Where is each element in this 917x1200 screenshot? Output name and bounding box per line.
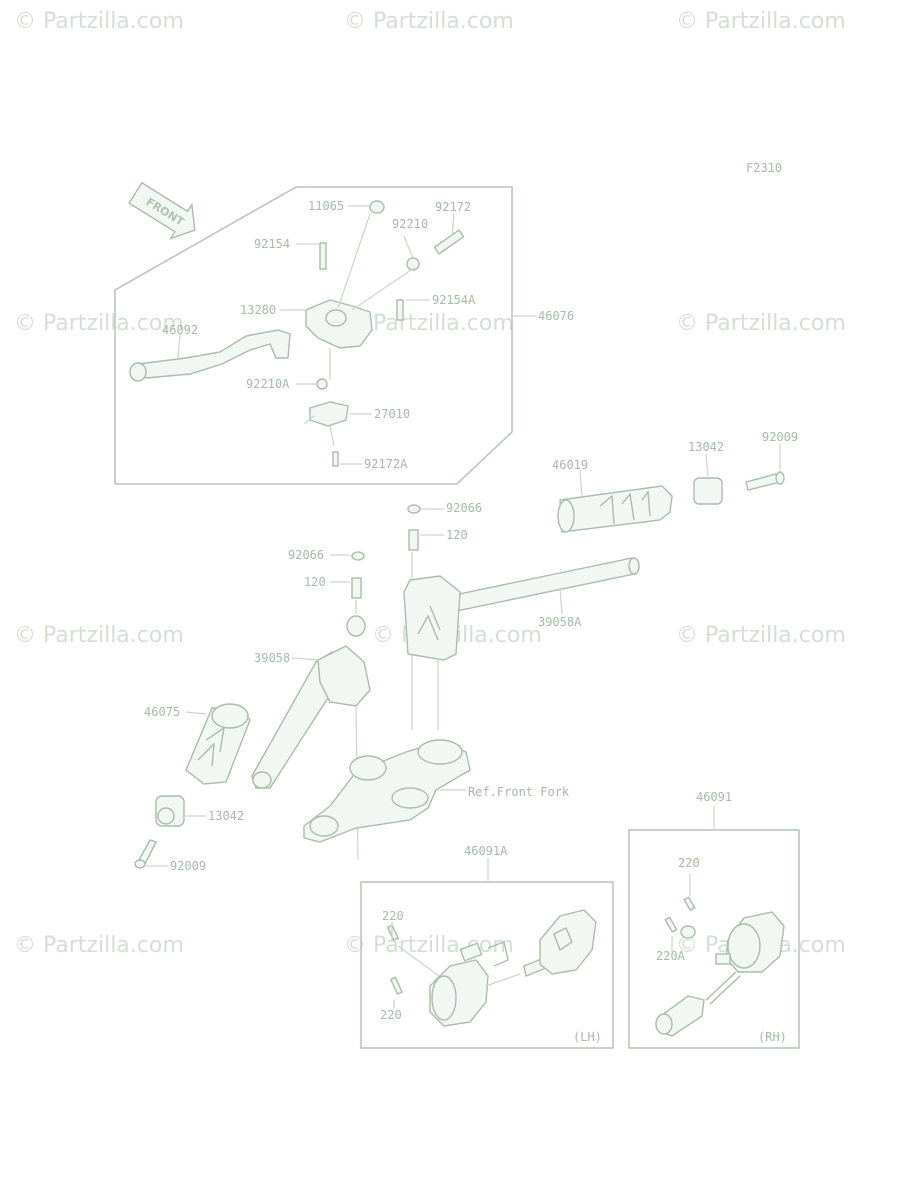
watermark: © Partzilla.com xyxy=(14,623,184,648)
watermark: © Partzilla.com xyxy=(14,311,184,336)
rh-switch-parts xyxy=(655,874,785,1037)
label-92172: 92172 xyxy=(435,200,471,214)
label-220-lh-bottom: 220 xyxy=(380,1008,402,1022)
label-120-b: 120 xyxy=(304,575,326,589)
lh-switch-box xyxy=(360,881,614,1049)
label-13280: 13280 xyxy=(240,303,276,317)
label-92009-bottom: 92009 xyxy=(170,859,206,873)
left-grip-parts xyxy=(134,703,251,869)
watermark: © Partzilla.com xyxy=(676,9,846,34)
watermark: © Partzilla.com xyxy=(676,623,846,648)
label-11065: 11065 xyxy=(308,199,344,213)
label-92172A: 92172A xyxy=(364,457,408,471)
label-46075: 46075 xyxy=(144,705,180,719)
triple-clamp xyxy=(303,739,471,843)
label-39058A: 39058A xyxy=(538,615,582,629)
label-92009-top: 92009 xyxy=(762,430,798,444)
label-92210A: 92210A xyxy=(246,377,290,391)
clutch-lever-parts xyxy=(129,200,536,467)
front-arrow: FRONT xyxy=(128,181,196,240)
label-13042-top: 13042 xyxy=(688,440,724,454)
label-220-rh: 220 xyxy=(678,856,700,870)
label-39058: 39058 xyxy=(254,651,290,665)
right-grip-parts xyxy=(557,444,785,533)
left-handlebar-parts xyxy=(251,551,371,861)
label-46092: 46092 xyxy=(162,323,198,337)
label-92066-a: 92066 xyxy=(446,501,482,515)
lh-switch-parts xyxy=(386,909,597,1027)
lever-assembly-box xyxy=(114,186,513,485)
label-46076: 46076 xyxy=(538,309,574,323)
label-120-a: 120 xyxy=(446,528,468,542)
label-46091A: 46091A xyxy=(464,844,508,858)
label-46091: 46091 xyxy=(696,790,732,804)
diagram-code: F2310 xyxy=(746,161,782,175)
label-46019: 46019 xyxy=(552,458,588,472)
label-ref-front-fork: Ref.Front Fork xyxy=(468,785,570,799)
label-220-lh-top: 220 xyxy=(382,909,404,923)
label-92154: 92154 xyxy=(254,237,290,251)
label-13042-bottom: 13042 xyxy=(208,809,244,823)
watermark: © Partzilla.com xyxy=(344,933,514,958)
part-labels: 11065 92172 92210 92154 92154A 13280 460… xyxy=(144,199,798,1044)
watermark: © Partzilla.com xyxy=(344,9,514,34)
watermark: © Partzilla.com xyxy=(14,933,184,958)
watermark: © Partzilla.com xyxy=(676,311,846,336)
label-lh: (LH) xyxy=(573,1030,602,1044)
label-92210: 92210 xyxy=(392,217,428,231)
label-92154A: 92154A xyxy=(432,293,476,307)
watermark: © Partzilla.com xyxy=(344,311,514,336)
label-220A: 220A xyxy=(656,949,686,963)
label-92066-b: 92066 xyxy=(288,548,324,562)
label-rh: (RH) xyxy=(758,1030,787,1044)
label-27010: 27010 xyxy=(374,407,410,421)
right-handlebar-parts xyxy=(403,504,640,730)
watermark: © Partzilla.com xyxy=(14,9,184,34)
